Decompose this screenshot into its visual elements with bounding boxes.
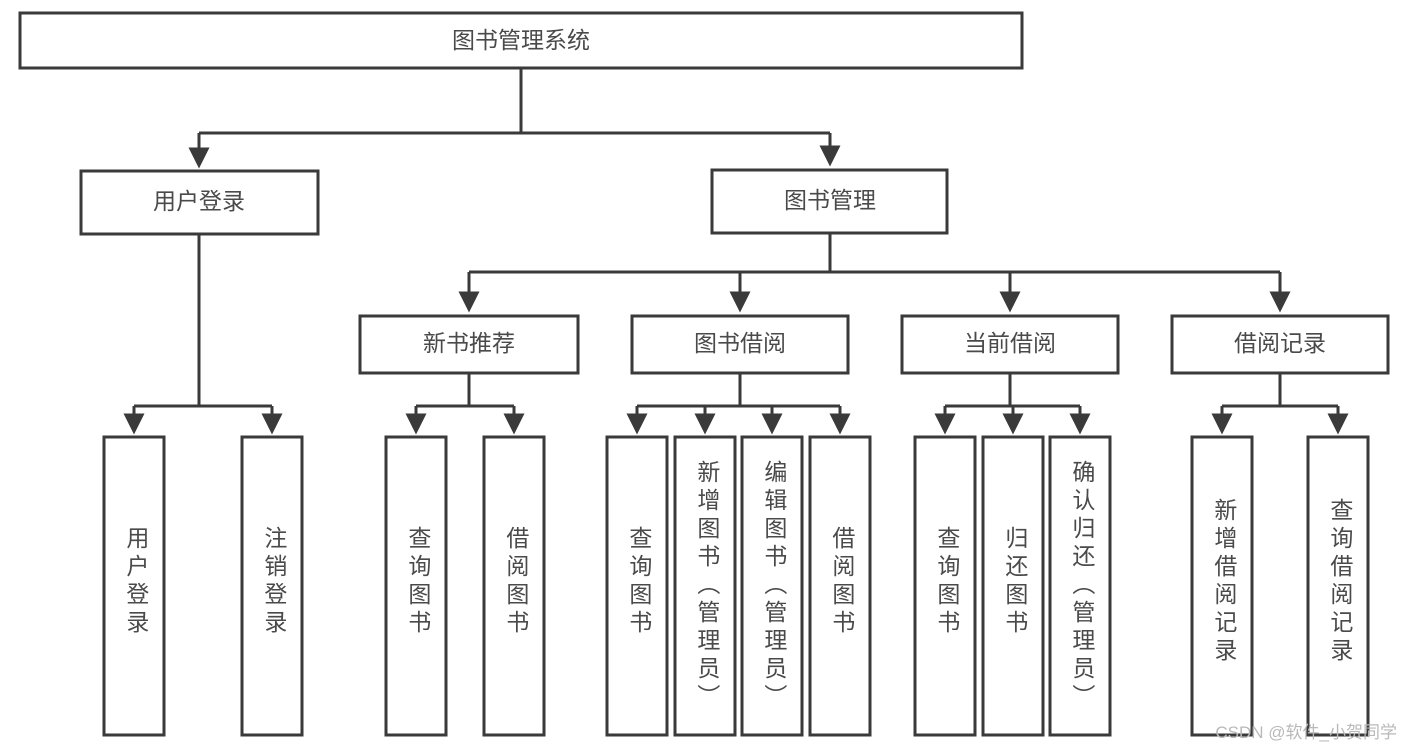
- root-label: 图书管理系统: [452, 27, 590, 53]
- book-manage-label: 图书管理: [784, 187, 876, 213]
- book-borrow-label: 图书借阅: [694, 330, 786, 356]
- borrow-record-box[interactable]: [1170, 314, 1390, 375]
- leaf-user-login-box[interactable]: [102, 435, 166, 737]
- leaf-user-logout-box[interactable]: [240, 435, 304, 737]
- node-current-borrow[interactable]: 当前借阅: [900, 314, 1120, 375]
- leaf-node[interactable]: 归还图书: [981, 435, 1045, 737]
- leaf-confirm-return-label: 确认归还（管理员）: [1069, 460, 1096, 712]
- leaf-add-book-box[interactable]: [673, 435, 737, 737]
- current-borrow-box[interactable]: [900, 314, 1120, 375]
- leaf-query-book-3-label: 查询图书: [934, 526, 961, 638]
- current-borrow-label: 当前借阅: [964, 330, 1056, 356]
- book-manage-box[interactable]: [710, 168, 949, 235]
- leaf-query-book-2-label: 查询图书: [626, 526, 653, 638]
- leaf-node[interactable]: 注销登录: [240, 435, 304, 737]
- leaf-node[interactable]: 新增图书（管理员）: [673, 435, 737, 737]
- leaf-user-login-label: 用户登录: [123, 526, 150, 638]
- leaf-return-book-label: 归还图书: [1002, 526, 1029, 638]
- leaf-query-record-box[interactable]: [1306, 435, 1370, 737]
- leaf-node[interactable]: 查询图书: [605, 435, 669, 737]
- leaf-add-record-box[interactable]: [1190, 435, 1254, 737]
- leaf-borrow-book-2-box[interactable]: [808, 435, 872, 737]
- edges-layer: [123, 68, 1349, 435]
- leaf-node[interactable]: 查询图书: [913, 435, 977, 737]
- node-book-manage[interactable]: 图书管理: [710, 168, 949, 235]
- user-login-box[interactable]: [79, 169, 320, 236]
- leaf-user-logout-label: 注销登录: [261, 526, 288, 638]
- leaf-node[interactable]: 编辑图书（管理员）: [740, 435, 804, 737]
- leaf-query-book-2-box[interactable]: [605, 435, 669, 737]
- leaf-node[interactable]: 用户登录: [102, 435, 166, 737]
- leaf-query-record-label: 查询借阅记录: [1327, 498, 1354, 666]
- node-root[interactable]: 图书管理系统: [18, 11, 1024, 70]
- leaf-return-book-box[interactable]: [981, 435, 1045, 737]
- leaf-confirm-return-box[interactable]: [1048, 435, 1112, 737]
- node-borrow-record[interactable]: 借阅记录: [1170, 314, 1390, 375]
- borrow-record-label: 借阅记录: [1234, 330, 1326, 356]
- leaf-node[interactable]: 确认归还（管理员）: [1048, 435, 1112, 737]
- leaf-add-record-label: 新增借阅记录: [1211, 498, 1238, 666]
- node-user-login[interactable]: 用户登录: [79, 169, 320, 236]
- leaf-borrow-book-1-box[interactable]: [482, 435, 546, 737]
- new-book-recommend-label: 新书推荐: [423, 330, 515, 356]
- leaf-node[interactable]: 借阅图书: [808, 435, 872, 737]
- new-book-recommend-box[interactable]: [358, 314, 580, 375]
- leaf-edit-book-label: 编辑图书（管理员）: [761, 460, 788, 712]
- leaf-add-book-label: 新增图书（管理员）: [694, 460, 721, 712]
- node-new-book-recommend[interactable]: 新书推荐: [358, 314, 580, 375]
- user-login-label: 用户登录: [153, 188, 245, 214]
- leaf-borrow-book-2-label: 借阅图书: [829, 526, 856, 638]
- leaf-borrow-book-1-label: 借阅图书: [503, 526, 530, 638]
- leaf-query-book-3-box[interactable]: [913, 435, 977, 737]
- root-box[interactable]: [18, 11, 1024, 70]
- node-book-borrow[interactable]: 图书借阅: [630, 314, 850, 375]
- leaf-query-book-1-label: 查询图书: [405, 526, 432, 638]
- book-borrow-box[interactable]: [630, 314, 850, 375]
- leaf-node[interactable]: 新增借阅记录: [1190, 435, 1254, 737]
- leaf-query-book-1-box[interactable]: [384, 435, 448, 737]
- leaf-node[interactable]: 查询图书: [384, 435, 448, 737]
- leaf-edit-book-box[interactable]: [740, 435, 804, 737]
- leaf-node[interactable]: 查询借阅记录: [1306, 435, 1370, 737]
- leaf-node[interactable]: 借阅图书: [482, 435, 546, 737]
